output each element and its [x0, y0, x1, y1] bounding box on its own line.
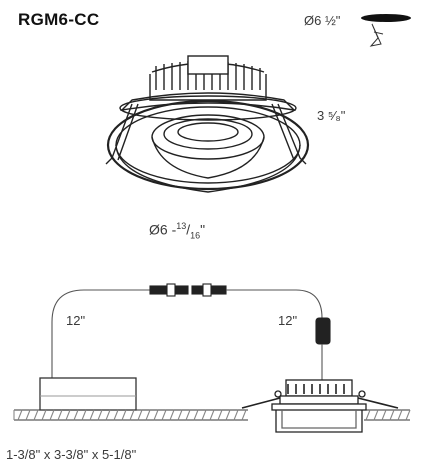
trim-fraction-denominator: 16 — [190, 230, 201, 241]
trim-diameter-suffix: " — [200, 221, 206, 238]
cutout-diameter-label: Ø6 ½" — [304, 13, 341, 28]
trim-fraction-slash: / — [186, 221, 191, 238]
trim-diameter-label: Ø6 -13/16" — [149, 221, 205, 240]
junction-box-dimensions-label: 1-3/8" x 3-3/8" x 5-1/8" — [6, 447, 137, 462]
wiring-diagram — [13, 283, 411, 421]
trim-fraction-numerator: 13 — [176, 221, 187, 231]
left-lead-length-label: 12" — [66, 313, 86, 328]
cutout-hole-icon — [361, 14, 411, 47]
downlight-fixture — [105, 55, 310, 193]
model-title: RGM6-CC — [18, 10, 100, 29]
right-lead-length-label: 12" — [278, 313, 298, 328]
installed-fixture — [241, 379, 399, 433]
trim-diameter-prefix: Ø6 - — [149, 221, 177, 238]
height-label: 3 ⁵⁄₈" — [317, 108, 346, 123]
